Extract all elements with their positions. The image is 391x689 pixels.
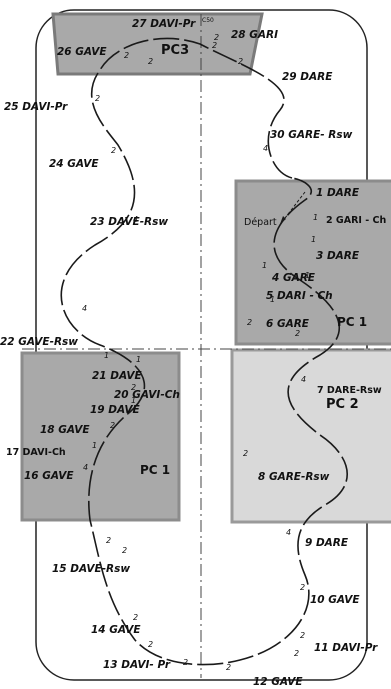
label-14: 14 GAVE	[91, 624, 141, 636]
label-16: 16 GAVE	[24, 470, 74, 482]
segment-mark: 4	[263, 144, 268, 153]
label-1: 1 DARE	[316, 187, 360, 199]
segment-mark: 4	[301, 375, 306, 384]
zone-pc3-label: PC3	[161, 43, 189, 58]
segment-mark: 2	[131, 383, 136, 392]
label-2: 2 GARI - Ch	[326, 215, 386, 226]
zone-pc1-left-label: PC 1	[140, 463, 170, 477]
zone-pc1-right-label: PC 1	[337, 315, 367, 329]
label-20: 20 GAVI-Ch	[114, 389, 180, 401]
zone-pc3	[51, 12, 264, 76]
zone-pc1-right	[234, 179, 391, 346]
label-4: 4 GARE	[271, 272, 316, 284]
label-27: 27 DAVI-Pr	[132, 18, 196, 30]
label-9: 9 DARE	[305, 537, 349, 549]
label-13: 13 DAVI- Pr	[103, 659, 171, 671]
start-arrow	[281, 191, 306, 223]
label-23: 23 DAVE-Rsw	[90, 216, 168, 228]
segment-mark: 2	[133, 613, 138, 622]
segment-mark: 2	[295, 329, 300, 338]
label-10: 10 GAVE	[310, 594, 360, 606]
label-19: 19 DAVE	[90, 404, 141, 416]
segment-mark: 2	[106, 536, 111, 545]
track-path	[60, 37, 348, 666]
segment-mark: 2	[238, 57, 243, 66]
label-28: 28 GARI	[231, 29, 278, 41]
segment-mark: 2	[148, 640, 153, 649]
label-25: 25 DAVI-Pr	[4, 101, 68, 113]
start-label: Départ	[244, 217, 277, 228]
segment-mark: 1	[311, 235, 316, 244]
segment-mark: 1	[92, 441, 97, 450]
label-21: 21 DAVE	[92, 370, 143, 382]
segment-mark: 2	[247, 318, 252, 327]
label-7: 7 DARE-Rsw	[317, 385, 382, 396]
segment-mark: 1	[104, 351, 109, 360]
segment-mark: 1	[131, 396, 136, 405]
segment-mark: 2	[183, 658, 188, 667]
segment-mark: 2	[300, 631, 305, 640]
label-3: 3 DARE	[316, 250, 360, 262]
label-8: 8 GARE-Rsw	[258, 471, 330, 483]
label-26: 26 GAVE	[57, 46, 107, 58]
segment-mark: 4	[133, 215, 138, 224]
zone-pc1-left	[20, 351, 181, 522]
segment-mark: 1	[270, 295, 275, 304]
zone-pc3-tag: C50	[202, 17, 214, 24]
label-30: 30 GARE- Rsw	[270, 129, 353, 141]
label-5: 5 DARI - Ch	[266, 290, 333, 302]
segment-mark: 4	[82, 304, 87, 313]
zone-pc3-number: 2	[212, 41, 217, 50]
label-6: 6 GARE	[266, 318, 310, 330]
segment-mark: 4	[286, 528, 291, 537]
segment-mark: 2	[111, 146, 116, 155]
segment-mark: 2	[300, 583, 305, 592]
segment-mark: 2	[214, 33, 219, 42]
label-29: 29 DARE	[282, 71, 333, 83]
segment-mark: 2	[243, 449, 248, 458]
label-22: 22 GAVE-Rsw	[0, 336, 78, 348]
segment-mark: 2	[294, 649, 299, 658]
zone-pc2-label: PC 2	[326, 397, 359, 412]
label-12: 12 GAVE	[253, 676, 303, 688]
label-24: 24 GAVE	[49, 158, 99, 170]
zone-pc2	[230, 348, 391, 524]
segment-mark: 2	[110, 421, 115, 430]
segment-mark: 1	[305, 271, 310, 280]
segment-mark: 1	[262, 261, 267, 270]
label-17: 17 DAVI-Ch	[6, 447, 66, 458]
segment-mark: 2	[226, 663, 231, 672]
label-15: 15 DAVE-Rsw	[52, 563, 130, 575]
label-18: 18 GAVE	[40, 424, 90, 436]
segment-mark: 2	[124, 51, 129, 60]
segment-mark: 2	[95, 94, 100, 103]
segment-mark: 1	[136, 355, 141, 364]
segment-mark: 1	[313, 213, 318, 222]
segment-mark: 2	[148, 57, 153, 66]
label-11: 11 DAVI-Pr	[314, 642, 378, 654]
segment-mark: 2	[122, 546, 127, 555]
segment-mark: 4	[83, 463, 88, 472]
start-arrowhead	[280, 216, 286, 224]
